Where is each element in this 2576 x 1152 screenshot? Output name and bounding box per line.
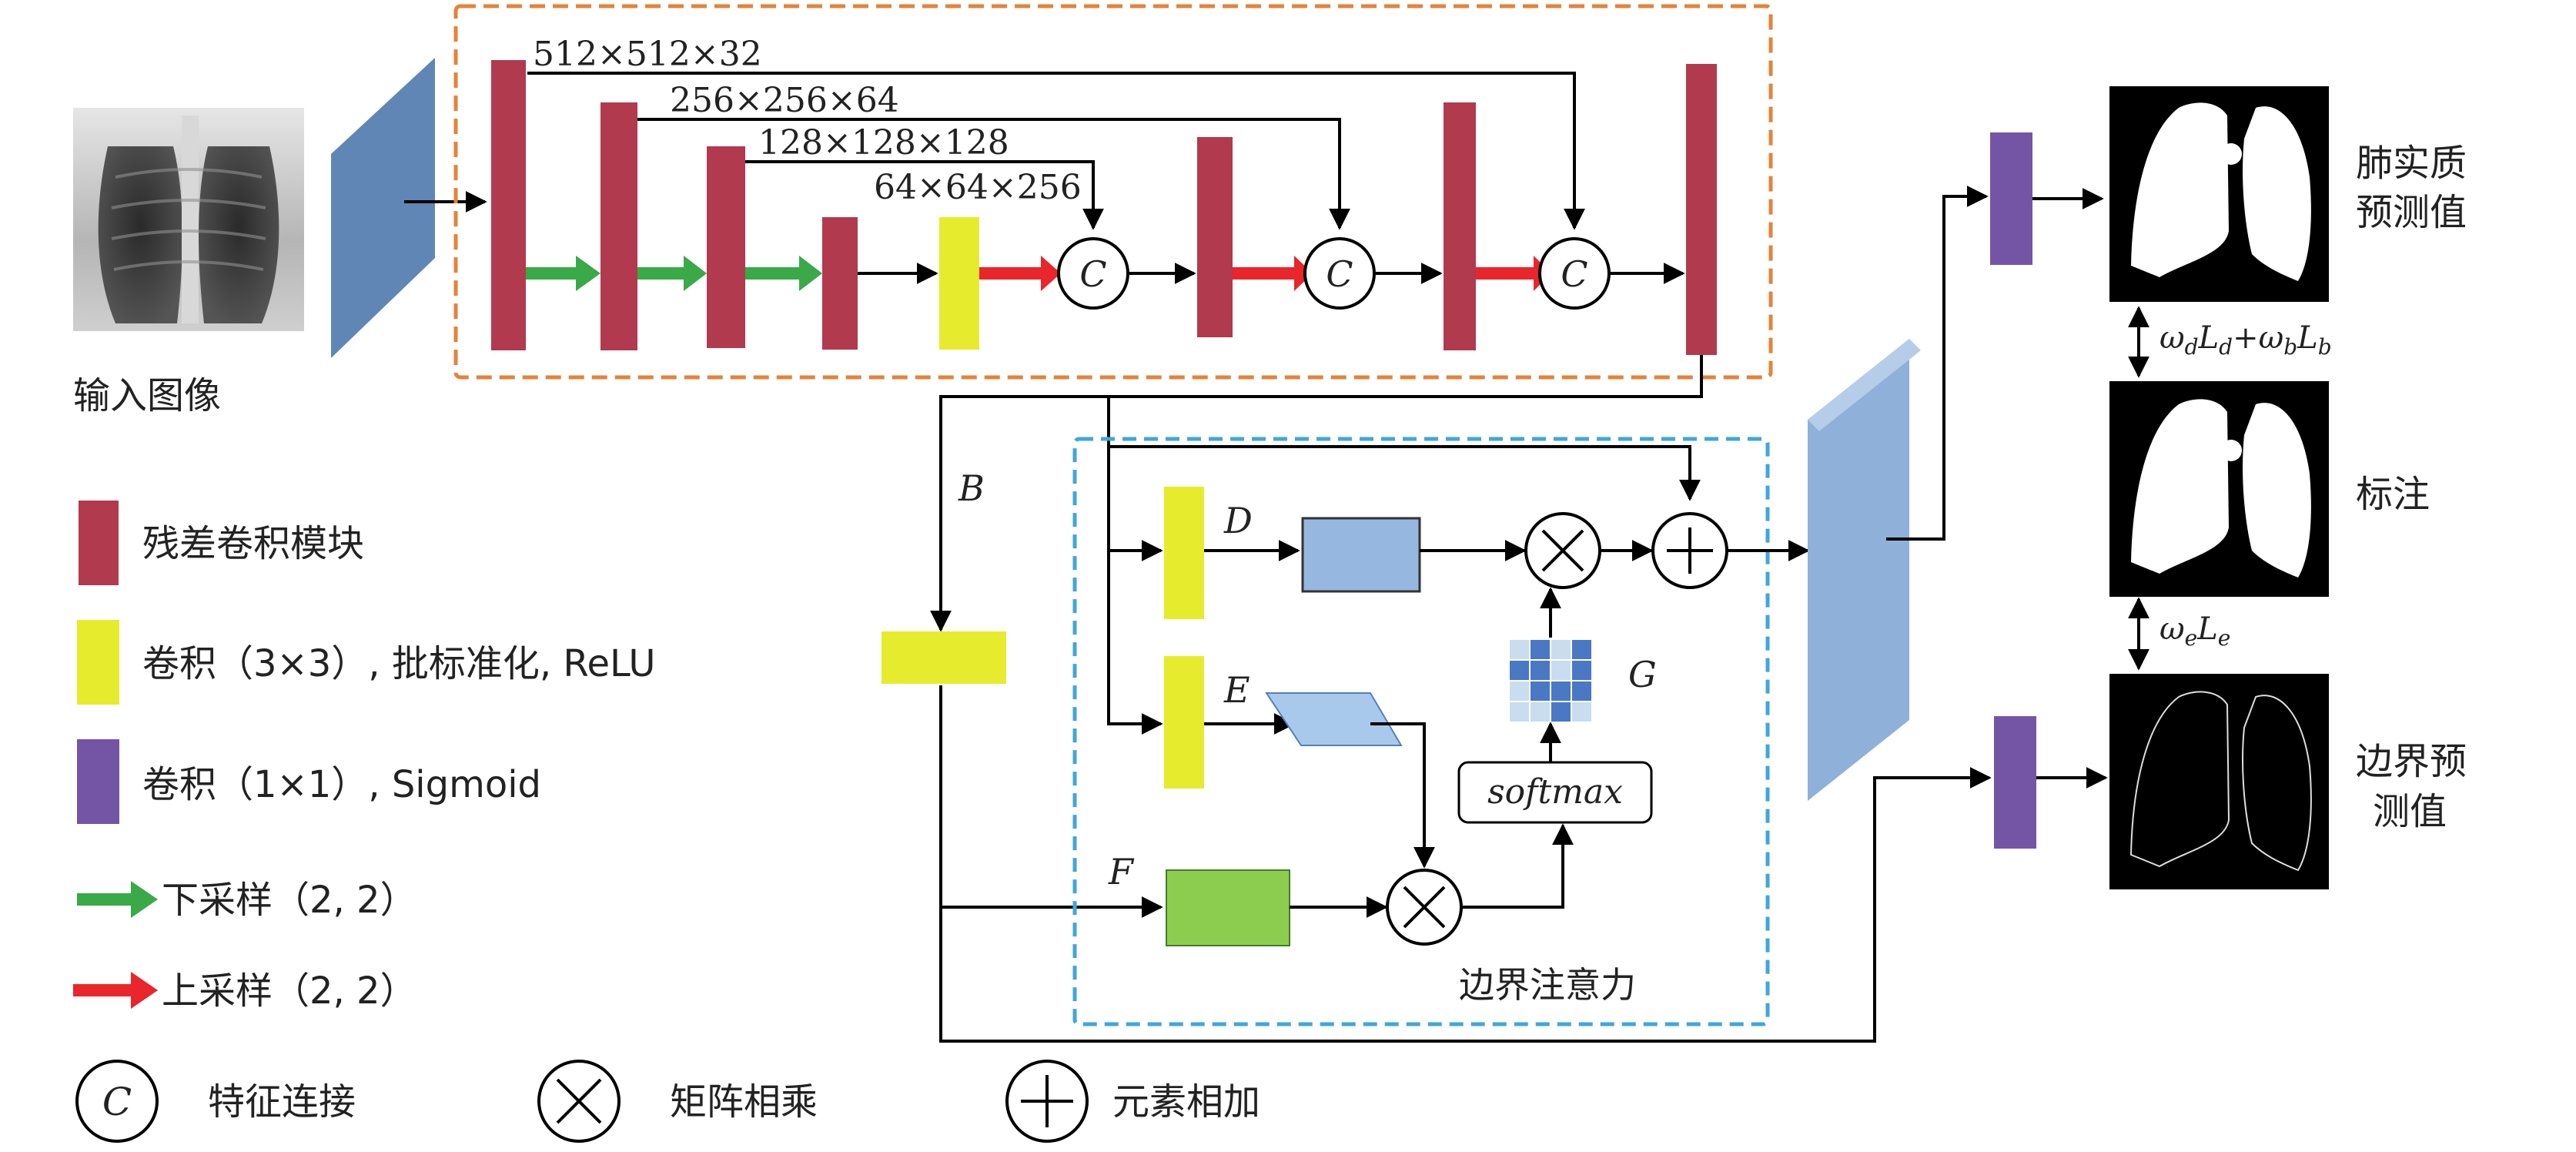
legend-down-arrow — [131, 881, 158, 918]
legend-down-label: 下采样（2, 2） — [162, 879, 417, 922]
matmul-node-bottom — [1386, 869, 1463, 946]
legend-add-icon — [1005, 1060, 1089, 1143]
input-image-label: 输入图像 — [73, 374, 221, 417]
legend-conv3-swatch — [77, 620, 119, 705]
dim-label-256: 256×256×64 — [670, 81, 899, 120]
branch-d-conv — [1164, 487, 1204, 619]
skip-connections — [527, 72, 1585, 230]
legend-up-label: 上采样（2, 2） — [162, 969, 417, 1013]
concat-node-1 — [1057, 237, 1129, 310]
legend-add-label: 元素相加 — [1112, 1080, 1260, 1124]
branch-label-E: E — [1223, 669, 1250, 711]
branch-label-G: G — [1628, 654, 1657, 695]
sigmoid-conv-bottom — [1994, 716, 2036, 849]
lung-prediction-mask — [2109, 86, 2329, 302]
concat-node-3 — [1538, 237, 1611, 310]
output-feature-slab — [1808, 339, 1909, 801]
legend-matmul-label: 矩阵相乘 — [670, 1080, 818, 1124]
legend-residual-label: 残差卷积模块 — [142, 522, 364, 565]
branch-e-feature — [1265, 692, 1403, 746]
bottleneck-conv-block — [939, 217, 979, 350]
dim-label-128: 128×128×128 — [758, 123, 1009, 162]
annotation-label: 标注 — [2356, 473, 2430, 516]
residual-block-5 — [1197, 137, 1233, 337]
concat-node-3-label: C — [1561, 253, 1587, 295]
branch-f-feature — [1166, 869, 1290, 946]
lung-pred-label-1: 肺实质 — [2356, 142, 2467, 185]
softmax-label: softmax — [1487, 772, 1623, 812]
branch-b-conv-block — [882, 631, 1006, 684]
unet-frame — [453, 4, 1773, 380]
branch-e-conv — [1164, 656, 1204, 789]
residual-block-3 — [707, 146, 745, 348]
attention-title: 边界注意力 — [1459, 964, 1636, 1006]
residual-block-1 — [491, 60, 526, 350]
legend-residual-swatch — [79, 501, 119, 585]
boundary-attention-frame — [1072, 437, 1770, 1026]
input-conv-slab — [331, 58, 435, 358]
svg-text:C: C — [102, 1080, 132, 1124]
legend-conv1-label: 卷积（1×1）, Sigmoid — [142, 763, 541, 806]
loss-top: ωdLd+ωbLb — [2159, 320, 2332, 360]
dim-label-64: 64×64×256 — [874, 168, 1082, 207]
branch-label-D: D — [1223, 500, 1253, 541]
concat-node-1-label: C — [1079, 253, 1106, 295]
legend-concat-label: 特征连接 — [208, 1080, 356, 1124]
concat-node-2-label: C — [1326, 253, 1353, 295]
legend: 残差卷积模块 卷积（3×3）, 批标准化, ReLU 卷积（1×1）, Sigm… — [73, 501, 1260, 1143]
downsample-arrows — [526, 256, 822, 291]
input-xray-image — [73, 108, 304, 331]
legend-conv1-swatch — [77, 739, 119, 824]
annotation-mask — [2109, 381, 2329, 597]
legend-concat-icon — [75, 1060, 159, 1143]
legend-up-arrow — [131, 972, 158, 1009]
legend-conv3-label: 卷积（3×3）, 批标准化, ReLU — [142, 642, 656, 685]
residual-blocks — [491, 60, 1717, 355]
concat-nodes: C C C — [1057, 237, 1611, 310]
concat-node-2 — [1303, 237, 1376, 310]
residual-block-4 — [822, 217, 858, 350]
dim-label-512: 512×512×32 — [533, 35, 762, 74]
attention-map-G — [1508, 638, 1593, 723]
sigmoid-conv-top — [1990, 132, 2032, 265]
loss-bottom: ωeLe — [2159, 611, 2230, 651]
boundary-prediction-mask — [2109, 674, 2329, 889]
branch-label-F: F — [1108, 851, 1135, 892]
boundary-pred-label-1: 边界预 — [2356, 740, 2467, 783]
lung-pred-label-2: 预测值 — [2356, 191, 2467, 234]
softmax-box — [1457, 761, 1653, 824]
branch-d-feature — [1301, 517, 1421, 593]
residual-block-7 — [1686, 64, 1717, 355]
boundary-pred-label-2: 测值 — [2373, 790, 2447, 833]
legend-matmul-icon — [537, 1060, 621, 1143]
residual-block-6 — [1444, 102, 1476, 350]
residual-block-2 — [601, 102, 637, 350]
branch-label-B: B — [958, 467, 985, 509]
add-node — [1651, 512, 1728, 589]
matmul-node-top — [1524, 512, 1601, 589]
